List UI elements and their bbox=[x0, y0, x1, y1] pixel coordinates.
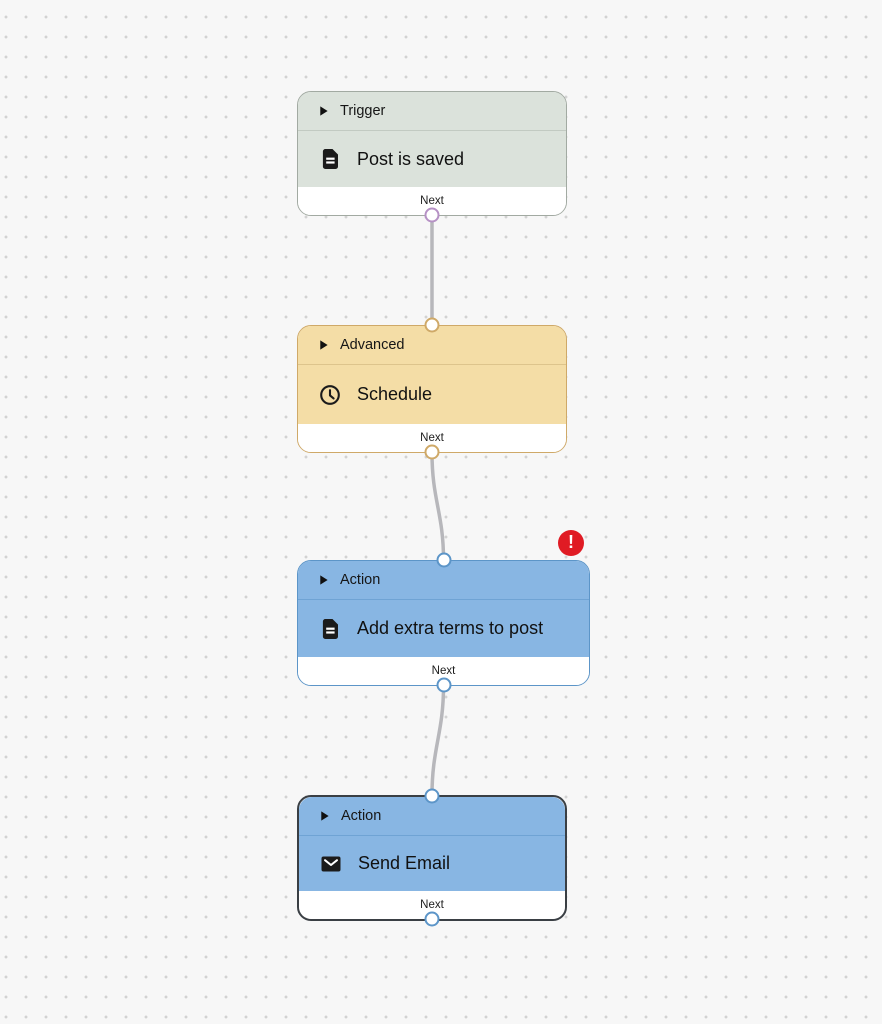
node-send-email-body: Send Email bbox=[299, 836, 565, 891]
output-port[interactable] bbox=[424, 911, 440, 927]
next-label: Next bbox=[420, 899, 444, 911]
node-trigger-body: Post is saved bbox=[298, 131, 566, 187]
document-icon bbox=[322, 149, 338, 169]
next-label: Next bbox=[420, 195, 444, 207]
edge-add-terms-to-send-email bbox=[430, 684, 446, 797]
expand-arrow-icon bbox=[320, 340, 328, 350]
node-trigger[interactable]: Trigger Post is saved Next bbox=[297, 91, 567, 223]
node-send-email-header[interactable]: Action bbox=[299, 797, 565, 836]
input-port[interactable] bbox=[436, 552, 451, 568]
node-title: Add extra terms to post bbox=[357, 618, 544, 638]
node-category-label: Action bbox=[341, 808, 382, 824]
node-send-email[interactable]: Action Send Email Next bbox=[297, 788, 567, 927]
expand-arrow-icon bbox=[320, 575, 328, 585]
output-port[interactable] bbox=[424, 207, 440, 223]
node-category-label: Advanced bbox=[340, 337, 405, 353]
edge-schedule-to-add-terms bbox=[430, 451, 446, 562]
expand-arrow-icon bbox=[321, 811, 329, 821]
node-schedule-inner: Advanced Schedule Next bbox=[298, 326, 566, 452]
node-schedule-header[interactable]: Advanced bbox=[298, 326, 566, 365]
envelope-icon bbox=[321, 856, 341, 871]
node-category-label: Trigger bbox=[340, 103, 386, 119]
input-port[interactable] bbox=[424, 317, 440, 333]
node-trigger-inner: Trigger Post is saved Next bbox=[298, 92, 566, 215]
next-label: Next bbox=[431, 665, 456, 677]
node-add-terms[interactable]: Action Add extra terms to post Next bbox=[297, 552, 590, 693]
node-category-label: Action bbox=[340, 572, 381, 588]
document-icon bbox=[322, 618, 338, 639]
node-send-email-inner: Action Send Email Next bbox=[299, 797, 565, 919]
node-title: Schedule bbox=[357, 384, 433, 404]
node-add-terms-body: Add extra terms to post bbox=[298, 600, 589, 657]
node-schedule[interactable]: Advanced Schedule Next bbox=[297, 317, 567, 460]
clock-icon bbox=[320, 384, 340, 405]
node-trigger-header[interactable]: Trigger bbox=[298, 92, 566, 131]
output-port[interactable] bbox=[436, 677, 451, 693]
expand-arrow-icon bbox=[320, 106, 328, 116]
node-title: Send Email bbox=[358, 853, 451, 873]
node-add-terms-inner: Action Add extra terms to post Next bbox=[298, 561, 589, 685]
node-title: Post is saved bbox=[357, 148, 465, 169]
node-add-terms-header[interactable]: Action bbox=[298, 561, 589, 600]
input-port[interactable] bbox=[424, 788, 440, 804]
next-label: Next bbox=[420, 432, 444, 444]
node-schedule-body: Schedule bbox=[298, 365, 566, 424]
error-badge-icon[interactable]: ! bbox=[558, 530, 584, 556]
output-port[interactable] bbox=[424, 444, 440, 460]
